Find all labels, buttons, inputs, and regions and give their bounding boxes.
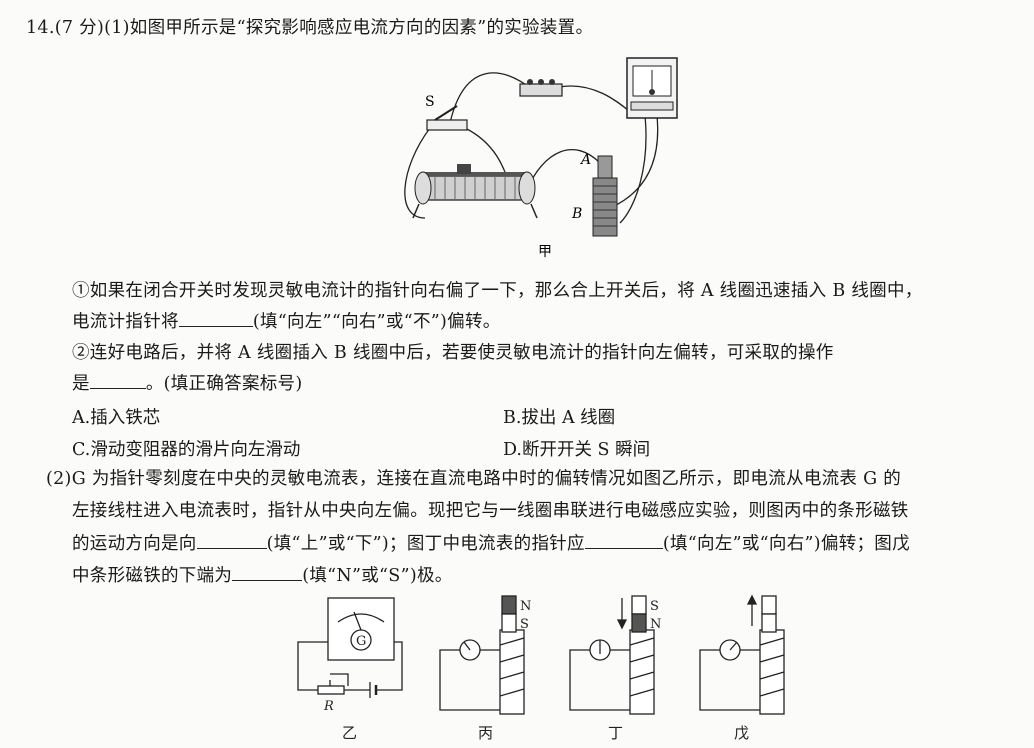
part2-line3: 的运动方向是向(填“上”或“下”)；图丁中电流表的指针应(填“向左”或“向右”)…: [72, 532, 910, 554]
option-d: D.断开开关 S 瞬间: [503, 440, 651, 460]
yi-resistor-label: R: [323, 699, 334, 714]
part2-line1: (2)G 为指针零刻度在中央的灵敏电流表，连接在直流电路中时的偏转情况如图乙所示…: [46, 469, 902, 489]
blank-3[interactable]: [196, 532, 267, 549]
bing-top-pole: N: [520, 599, 531, 614]
q2-line2: 是。(填正确答案标号): [72, 372, 303, 394]
figure-jia: S: [404, 57, 678, 260]
q2-line1: ②连好电路后，并将 A 线圈插入 B 线圈中后，若要使灵敏电流计的指针向左偏转，…: [72, 343, 834, 363]
figures-row: G R N S S N 乙 丙 丁 戊: [297, 594, 785, 742]
svg-text:S: S: [425, 94, 435, 110]
bing-bottom-pole: S: [520, 617, 529, 632]
q1-line2: 电流计指针将(填“向左”“向右”或“不”)偏转。: [72, 310, 501, 332]
q1-line1: ①如果在闭合开关时发现灵敏电流计的指针向右偏了一下，那么合上开关后，将 A 线圈…: [72, 281, 923, 301]
caption-yi: 乙: [342, 724, 357, 742]
galvanometer: [626, 57, 678, 119]
yi-meter-label: G: [356, 634, 366, 649]
svg-text:A: A: [579, 152, 591, 168]
blank-4[interactable]: [584, 532, 663, 549]
switch-s: S: [425, 94, 468, 131]
connector-block: [519, 79, 563, 97]
question-header: 14.(7 分)(1)如图甲所示是“探究影响感应电流方向的因素”的实验装置。: [26, 18, 594, 38]
blank-5[interactable]: [232, 564, 303, 581]
option-b: B.拔出 A 线圈: [503, 408, 616, 428]
ding-top-pole: S: [650, 599, 659, 614]
coils-a-b: A B: [571, 152, 618, 237]
caption-bing: 丙: [478, 724, 493, 742]
blank-2[interactable]: [89, 372, 146, 389]
option-c: C.滑动变阻器的滑片向左滑动: [72, 440, 301, 460]
figure-wu: [699, 594, 785, 715]
caption-jia: 甲: [538, 244, 552, 260]
figure-yi: [297, 597, 403, 698]
part2-line4: 中条形磁铁的下端为(填“N”或“S”)极。: [72, 564, 453, 586]
caption-wu: 戊: [734, 724, 749, 742]
rheostat: [412, 164, 538, 219]
svg-text:B: B: [571, 206, 582, 222]
part2-line2: 左接线柱进入电流表时，指针从中央向左偏。现把它与一线圈串联进行电磁感应实验，则图…: [72, 501, 909, 521]
caption-ding: 丁: [608, 724, 623, 742]
blank-1[interactable]: [178, 310, 253, 327]
option-a: A.插入铁芯: [72, 408, 161, 428]
ding-bottom-pole: N: [650, 617, 661, 632]
figure-bing: [439, 595, 525, 715]
figure-ding: [569, 595, 655, 715]
